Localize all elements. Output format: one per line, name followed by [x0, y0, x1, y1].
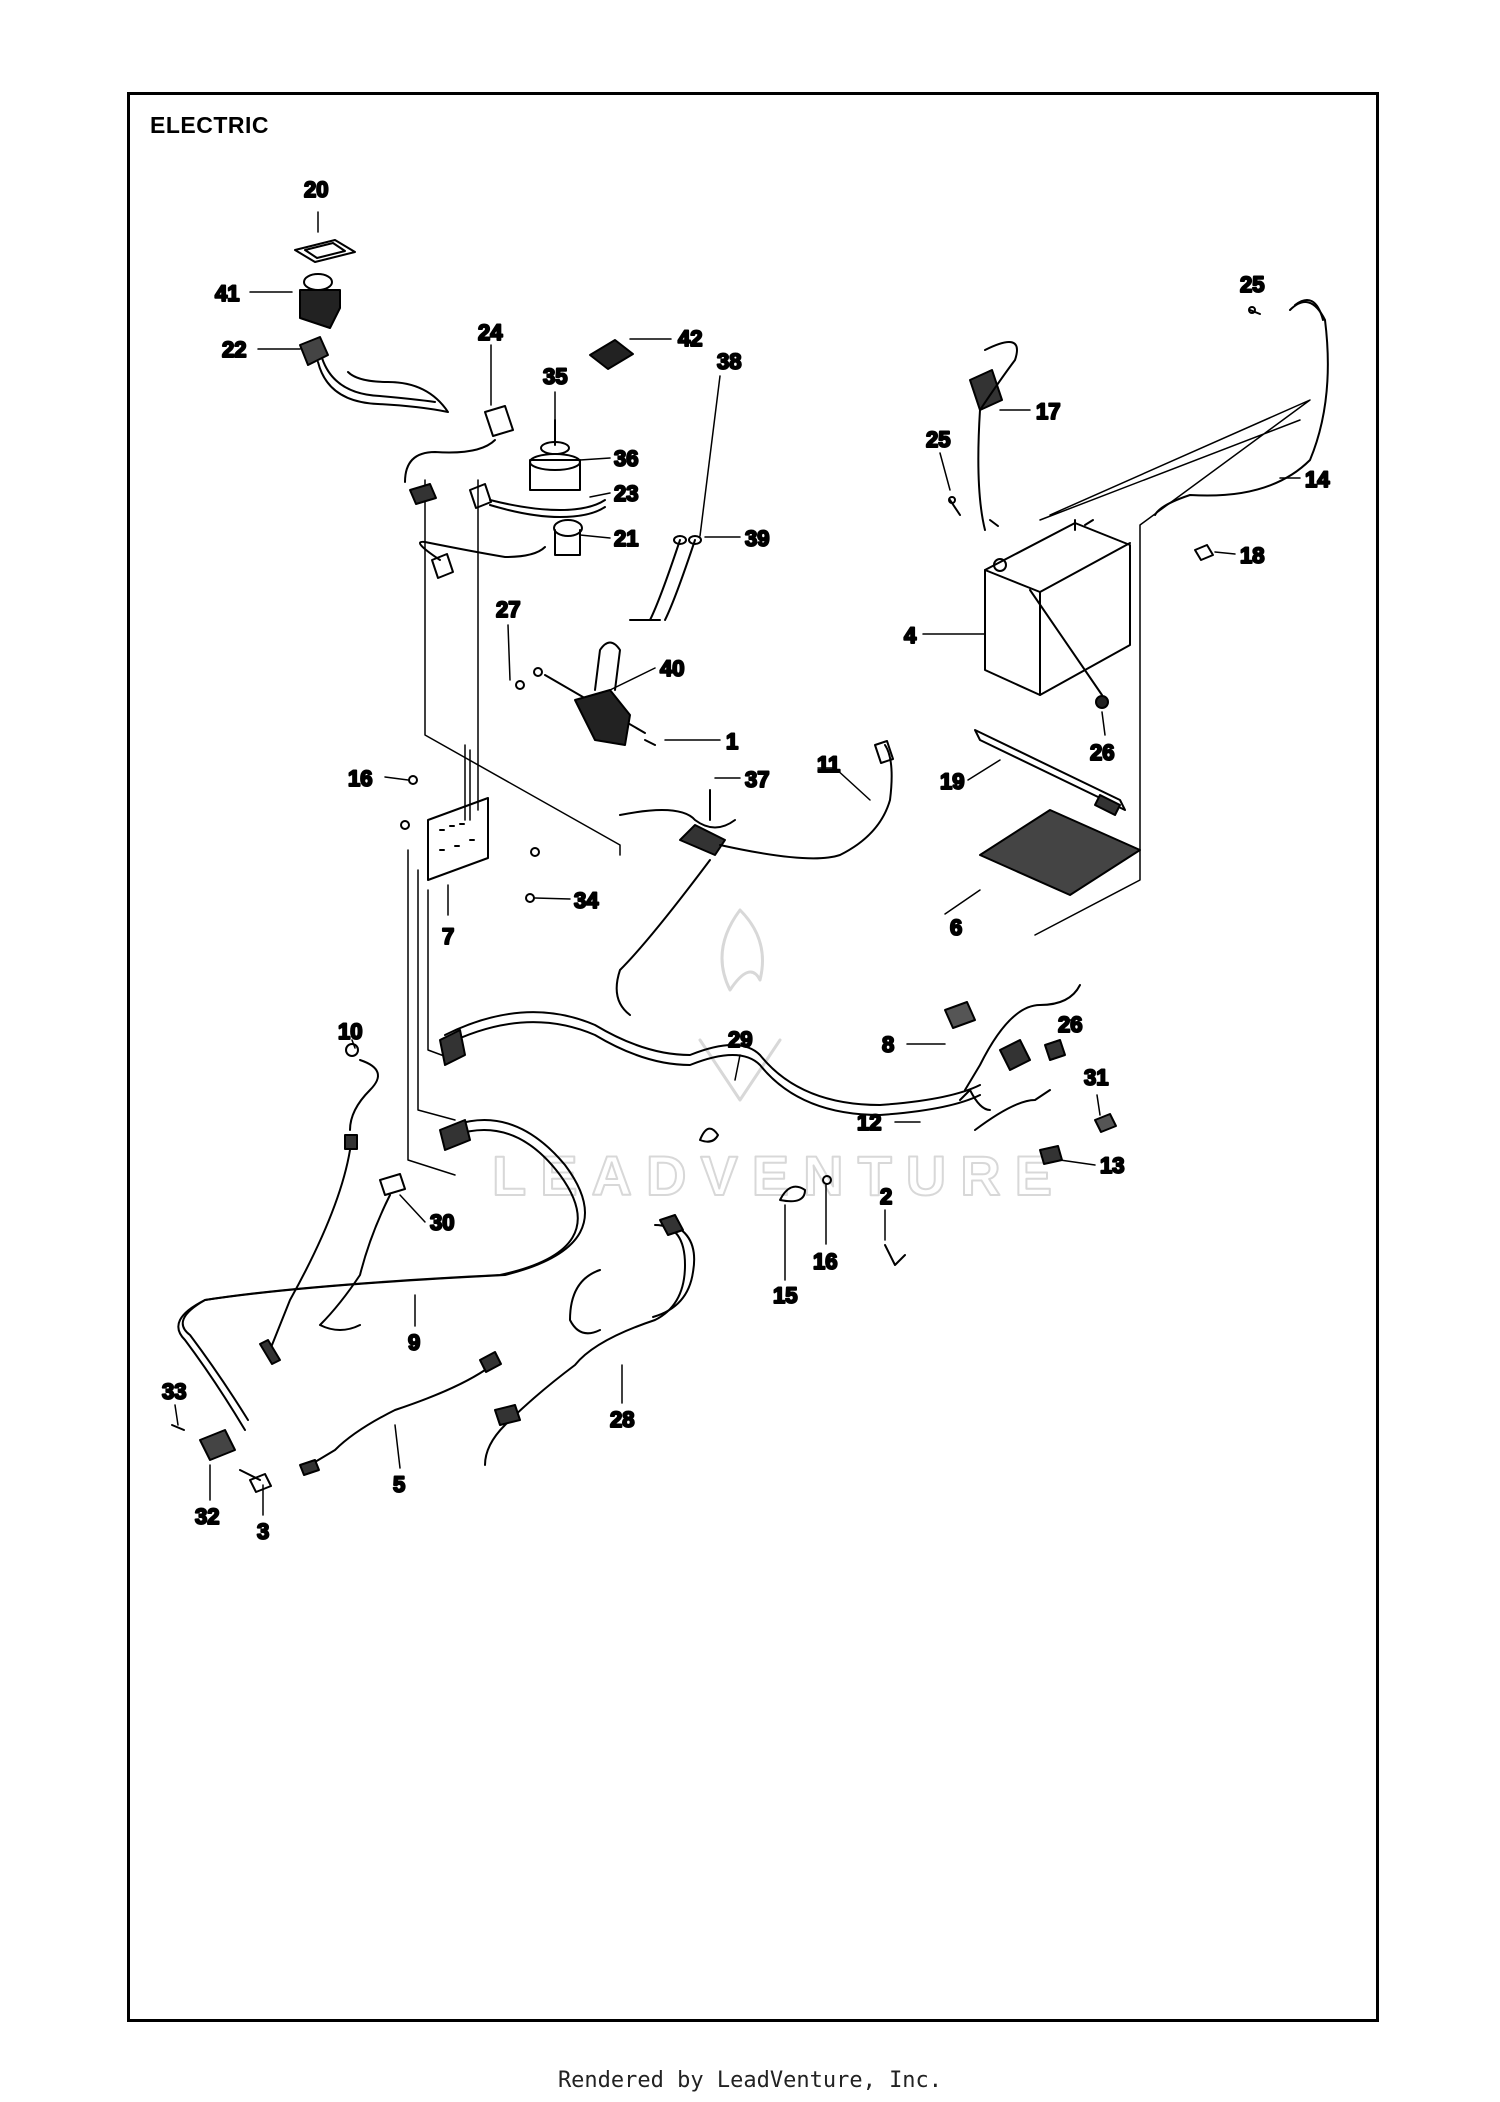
- callout-17: 17: [1036, 399, 1060, 424]
- callout-4: 4: [904, 623, 917, 648]
- part-18-bolt: [1194, 544, 1214, 561]
- callout-16b: 16: [813, 1249, 837, 1274]
- part-9-harness: [177, 1119, 586, 1431]
- part-41-switch: [299, 273, 341, 329]
- callout-39: 39: [745, 526, 769, 551]
- diagram-frame: [127, 92, 1379, 2022]
- part-40-throttle-lever: [515, 641, 656, 746]
- callout-27: 27: [496, 597, 520, 622]
- part-2-clip: [884, 1244, 906, 1266]
- part-25-bolt-top: [1248, 306, 1261, 315]
- callout-36: 36: [614, 446, 638, 471]
- callout-9: 9: [408, 1330, 420, 1355]
- part-5-harness: [299, 1351, 502, 1476]
- part-25-bolt: [948, 496, 961, 516]
- part-17-battery-cable: [969, 341, 1018, 531]
- callout-32: 32: [195, 1504, 219, 1529]
- callout-15: 15: [773, 1283, 797, 1308]
- part-28-harness: [484, 1214, 696, 1466]
- part-8-relay: [944, 1001, 976, 1029]
- section-title: ELECTRIC: [150, 112, 269, 138]
- leader-lines: [174, 211, 1301, 1516]
- callout-42: 42: [678, 326, 702, 351]
- callout-22: 22: [222, 337, 246, 362]
- part-35-36-ignition-switch: [529, 419, 581, 491]
- part-15-clamp: [699, 1127, 832, 1203]
- callout-18: 18: [1240, 543, 1264, 568]
- callout-26b: 26: [1058, 1012, 1082, 1037]
- callout-13: 13: [1100, 1153, 1124, 1178]
- callout-34: 34: [574, 888, 599, 913]
- assembly-guide-lines: [407, 399, 1311, 1176]
- part-26-nut: [1029, 589, 1109, 709]
- callout-35: 35: [543, 364, 567, 389]
- callout-19: 19: [940, 769, 964, 794]
- callout-12: 12: [857, 1110, 881, 1135]
- callout-10: 10: [338, 1019, 362, 1044]
- callout-26a: 26: [1090, 740, 1114, 765]
- callout-25b: 25: [1240, 272, 1264, 297]
- callout-labels: 20 41 22 24 42 35 36 23 21 38 39 27 40 1…: [161, 176, 1331, 1545]
- callout-33: 33: [162, 1379, 186, 1404]
- callout-7: 7: [442, 924, 454, 949]
- part-19-strap: [974, 729, 1126, 816]
- callout-25a: 25: [926, 427, 950, 452]
- part-38-39-wires: [629, 535, 702, 621]
- callout-29: 29: [728, 1027, 752, 1052]
- callout-38: 38: [717, 349, 741, 374]
- callout-5: 5: [393, 1472, 405, 1497]
- callout-41: 41: [215, 281, 239, 306]
- part-6-pad: [979, 809, 1141, 896]
- callout-3: 3: [257, 1519, 269, 1544]
- part-7-bracket: [400, 775, 540, 903]
- callout-11: 11: [817, 752, 840, 777]
- callout-37: 37: [745, 767, 769, 792]
- part-31-clip: [1094, 1113, 1117, 1133]
- callout-16a: 16: [348, 766, 372, 791]
- footer-credit: Rendered by LeadVenture, Inc.: [557, 2068, 943, 2093]
- watermark-text: LEADVENTURE: [492, 1144, 1066, 1207]
- callout-31: 31: [1084, 1065, 1108, 1090]
- callout-14: 14: [1305, 467, 1330, 492]
- part-20-gasket: [294, 239, 356, 263]
- callout-6: 6: [950, 915, 962, 940]
- part-30-connector: [319, 1173, 406, 1331]
- part-24-connector: [404, 405, 514, 505]
- part-22-harness: [299, 336, 449, 413]
- part-11-cable: [615, 740, 894, 1016]
- leadventure-watermark: LEADVENTURE: [491, 908, 1066, 1208]
- callout-20: 20: [304, 177, 328, 202]
- callout-23: 23: [614, 481, 638, 506]
- callout-1: 1: [726, 729, 738, 754]
- part-14-battery-cable: [1154, 299, 1329, 516]
- part-32-bracket: [171, 1424, 272, 1493]
- callout-8: 8: [882, 1032, 894, 1057]
- part-4-battery: [984, 519, 1131, 696]
- part-21-connector: [419, 519, 583, 579]
- part-10-connector: [259, 1043, 379, 1365]
- part-42-connector: [589, 339, 634, 370]
- part-23-harness: [469, 483, 606, 518]
- callout-21: 21: [614, 526, 638, 551]
- part-29-main-harness: [439, 984, 1081, 1165]
- callout-24: 24: [478, 320, 503, 345]
- callout-2: 2: [880, 1184, 892, 1209]
- callout-40: 40: [660, 656, 684, 681]
- callout-30: 30: [430, 1210, 454, 1235]
- callout-28: 28: [610, 1407, 634, 1432]
